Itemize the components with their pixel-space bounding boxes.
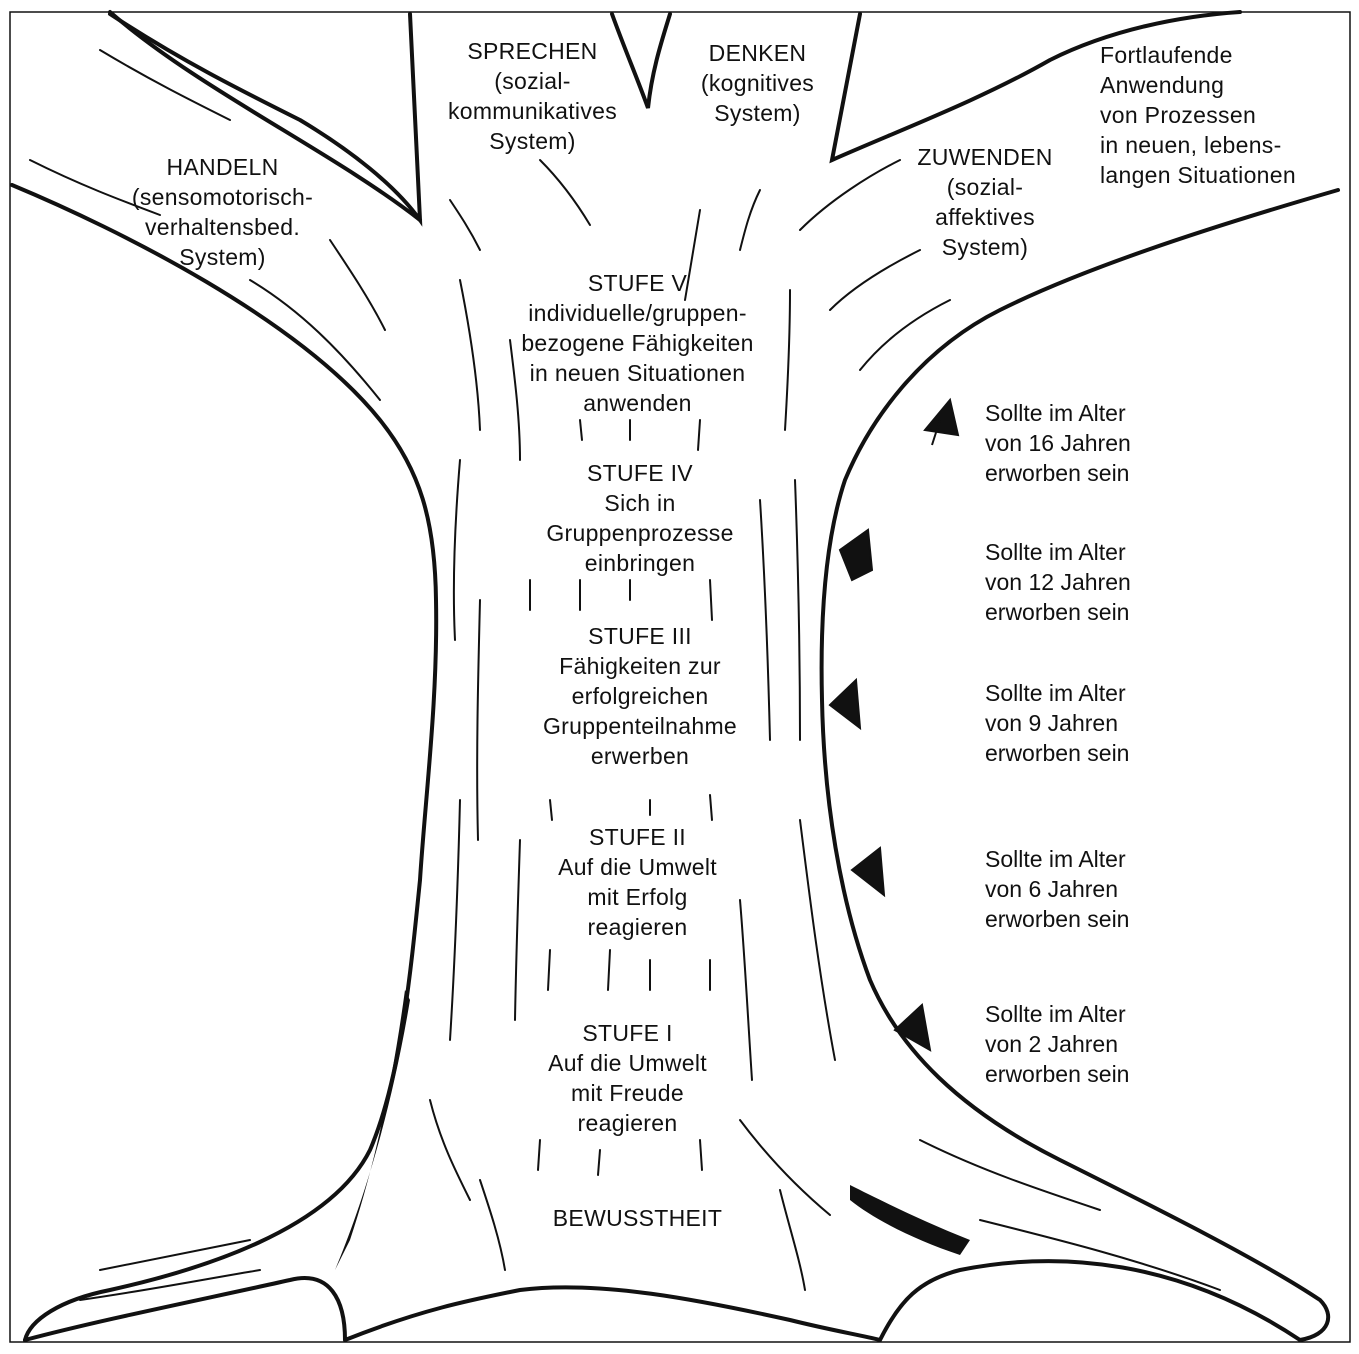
stage-line: Gruppenteilnahme [510,711,770,741]
stage-line: reagieren [505,1108,750,1138]
branch-line: affektives [895,202,1075,232]
branch-title: HANDELN [100,152,345,182]
stage-5: STUFE V individuelle/gruppen- bezogene F… [490,268,785,418]
root-left-shading [335,990,410,1270]
branch-line: (sozial- [420,66,645,96]
stage-line: mit Erfolg [515,882,760,912]
stage-line: Sich in [510,488,770,518]
arrow-icon-16 [925,400,958,445]
age-note-2: Sollte im Alter von 2 Jahren erworben se… [985,999,1129,1089]
stage-title: STUFE II [515,822,760,852]
age-line: erworben sein [985,597,1131,627]
arrow-icon-9 [830,680,860,728]
age-line: Sollte im Alter [985,999,1129,1029]
age-line: Sollte im Alter [985,844,1129,874]
age-line: Sollte im Alter [985,537,1131,567]
stage-1: STUFE I Auf die Umwelt mit Freude reagie… [505,1018,750,1138]
branch-label-handeln: HANDELN (sensomotorisch- verhaltensbed. … [100,152,345,272]
branch-label-zuwenden: ZUWENDEN (sozial- affektives System) [895,142,1075,262]
stage-line: anwenden [490,388,785,418]
branch-title: SPRECHEN [420,36,645,66]
stage-2: STUFE II Auf die Umwelt mit Erfolg reagi… [515,822,760,942]
stage-title: STUFE IV [510,458,770,488]
arrow-icon-12 [840,530,872,580]
branch-line: (sensomotorisch- [100,182,345,212]
age-line: von 12 Jahren [985,567,1131,597]
stage-line: bezogene Fähigkeiten [490,328,785,358]
branch-line: kommunikatives [420,96,645,126]
age-note-12: Sollte im Alter von 12 Jahren erworben s… [985,537,1131,627]
stage-4: STUFE IV Sich in Gruppenprozesse einbrin… [510,458,770,578]
age-line: Sollte im Alter [985,398,1131,428]
age-line: von 16 Jahren [985,428,1131,458]
stage-line: erwerben [510,741,770,771]
arrow-icon-2 [895,1005,930,1050]
stage-title: STUFE V [490,268,785,298]
branch-line: System) [895,232,1075,262]
age-note-16: Sollte im Alter von 16 Jahren erworben s… [985,398,1131,488]
stage-line: Fähigkeiten zur [510,651,770,681]
branch-line: Anwendung [1100,70,1350,100]
branch-line: (kognitives [680,68,835,98]
base-label: BEWUSSTHEIT [515,1203,760,1233]
base-text: BEWUSSTHEIT [515,1203,760,1233]
root-base-outline [25,1261,1300,1340]
branch-label-fortlaufend: Fortlaufende Anwendung von Prozessen in … [1100,40,1350,190]
age-arrows [830,400,958,1050]
stage-line: Auf die Umwelt [505,1048,750,1078]
stage-line: individuelle/gruppen- [490,298,785,328]
stage-title: STUFE III [510,621,770,651]
branch-label-sprechen: SPRECHEN (sozial- kommunikatives System) [420,36,645,156]
age-note-9: Sollte im Alter von 9 Jahren erworben se… [985,678,1129,768]
age-line: Sollte im Alter [985,678,1129,708]
stage-line: mit Freude [505,1078,750,1108]
branch-label-denken: DENKEN (kognitives System) [680,38,835,128]
age-line: erworben sein [985,1059,1129,1089]
branch-line: langen Situationen [1100,160,1350,190]
age-line: erworben sein [985,904,1129,934]
branch-title: ZUWENDEN [895,142,1075,172]
branch-line: Fortlaufende [1100,40,1350,70]
branch-title: DENKEN [680,38,835,68]
root-right-shading [850,1185,970,1255]
age-line: erworben sein [985,458,1131,488]
age-line: von 6 Jahren [985,874,1129,904]
age-line: von 2 Jahren [985,1029,1129,1059]
stage-line: reagieren [515,912,760,942]
branch-line: System) [100,242,345,272]
branch-line: in neuen, lebens- [1100,130,1350,160]
arrow-icon-6 [852,848,884,895]
branch-line: (sozial- [895,172,1075,202]
stage-line: Gruppenprozesse [510,518,770,548]
age-line: von 9 Jahren [985,708,1129,738]
branch-line: System) [420,126,645,156]
stage-line: einbringen [510,548,770,578]
stage-line: Auf die Umwelt [515,852,760,882]
stage-title: STUFE I [505,1018,750,1048]
age-line: erworben sein [985,738,1129,768]
age-note-6: Sollte im Alter von 6 Jahren erworben se… [985,844,1129,934]
branch-line: System) [680,98,835,128]
stage-3: STUFE III Fähigkeiten zur erfolgreichen … [510,621,770,771]
stage-line: erfolgreichen [510,681,770,711]
branch-line: verhaltensbed. [100,212,345,242]
branch-line: von Prozessen [1100,100,1350,130]
stage-line: in neuen Situationen [490,358,785,388]
